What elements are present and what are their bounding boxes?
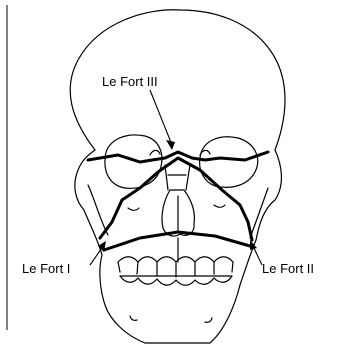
mandible-right-mark bbox=[205, 318, 212, 322]
label-le-fort-ii: Le Fort II bbox=[262, 261, 314, 276]
le-fort-iii-arrowhead bbox=[166, 140, 175, 150]
right-orbit bbox=[200, 137, 258, 188]
left-cheek-mark bbox=[128, 208, 139, 210]
upper-teeth bbox=[118, 257, 233, 277]
left-orbit bbox=[105, 135, 162, 188]
nasal-bridge bbox=[165, 165, 190, 190]
le-fort-iii-leader bbox=[150, 90, 172, 145]
label-le-fort-i: Le Fort I bbox=[22, 261, 70, 276]
mandible-left-mark bbox=[130, 316, 137, 320]
left-orbit-detail bbox=[150, 150, 160, 155]
right-cheek-mark bbox=[214, 205, 225, 207]
right-zygoma bbox=[250, 188, 268, 238]
label-le-fort-iii: Le Fort III bbox=[102, 74, 158, 89]
le-fort-ii-line bbox=[100, 158, 252, 240]
le-fort-i-line bbox=[104, 232, 250, 250]
